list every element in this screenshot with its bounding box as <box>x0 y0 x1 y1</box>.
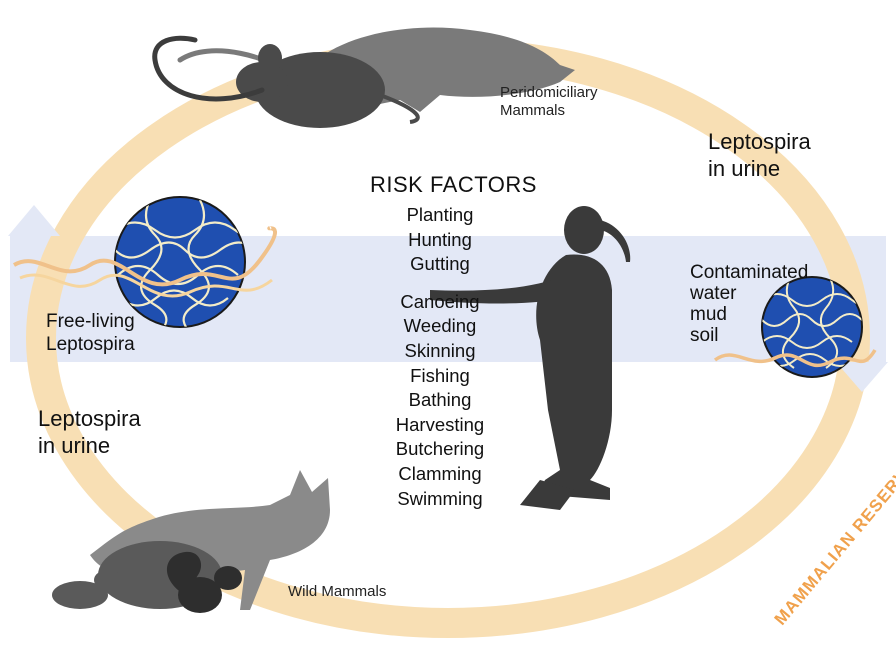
free-living-leptospira-label: Free-living Leptospira <box>46 310 135 356</box>
leptospira-in-urine-left-label: Leptospira in urine <box>38 405 141 459</box>
risk-factor-item: Fishing <box>355 364 525 389</box>
wild-mammals-label: Wild Mammals <box>288 583 386 601</box>
risk-factors-list: Planting Hunting Gutting Canoeing Weedin… <box>355 203 525 511</box>
risk-factor-item: Clamming <box>355 462 525 487</box>
risk-factor-item: Gutting <box>355 252 525 277</box>
peridomiciliary-mammals-label: Peridomiciliary Mammals <box>500 84 598 120</box>
arrow-left-icon <box>8 205 60 236</box>
risk-factor-item: Planting <box>355 203 525 228</box>
risk-factor-item: Weeding <box>355 314 525 339</box>
risk-factor-item: Canoeing <box>355 290 525 315</box>
risk-factor-item: Harvesting <box>355 413 525 438</box>
risk-factor-item: Hunting <box>355 228 525 253</box>
contaminated-water-label: Contaminated water mud soil <box>690 262 808 346</box>
risk-factor-item: Swimming <box>355 487 525 512</box>
leptospira-in-urine-right-label: Leptospira in urine <box>708 128 811 182</box>
risk-factors-title: RISK FACTORS <box>370 172 537 198</box>
risk-factor-item: Bathing <box>355 388 525 413</box>
risk-factor-item: Butchering <box>355 437 525 462</box>
risk-factor-item: Skinning <box>355 339 525 364</box>
